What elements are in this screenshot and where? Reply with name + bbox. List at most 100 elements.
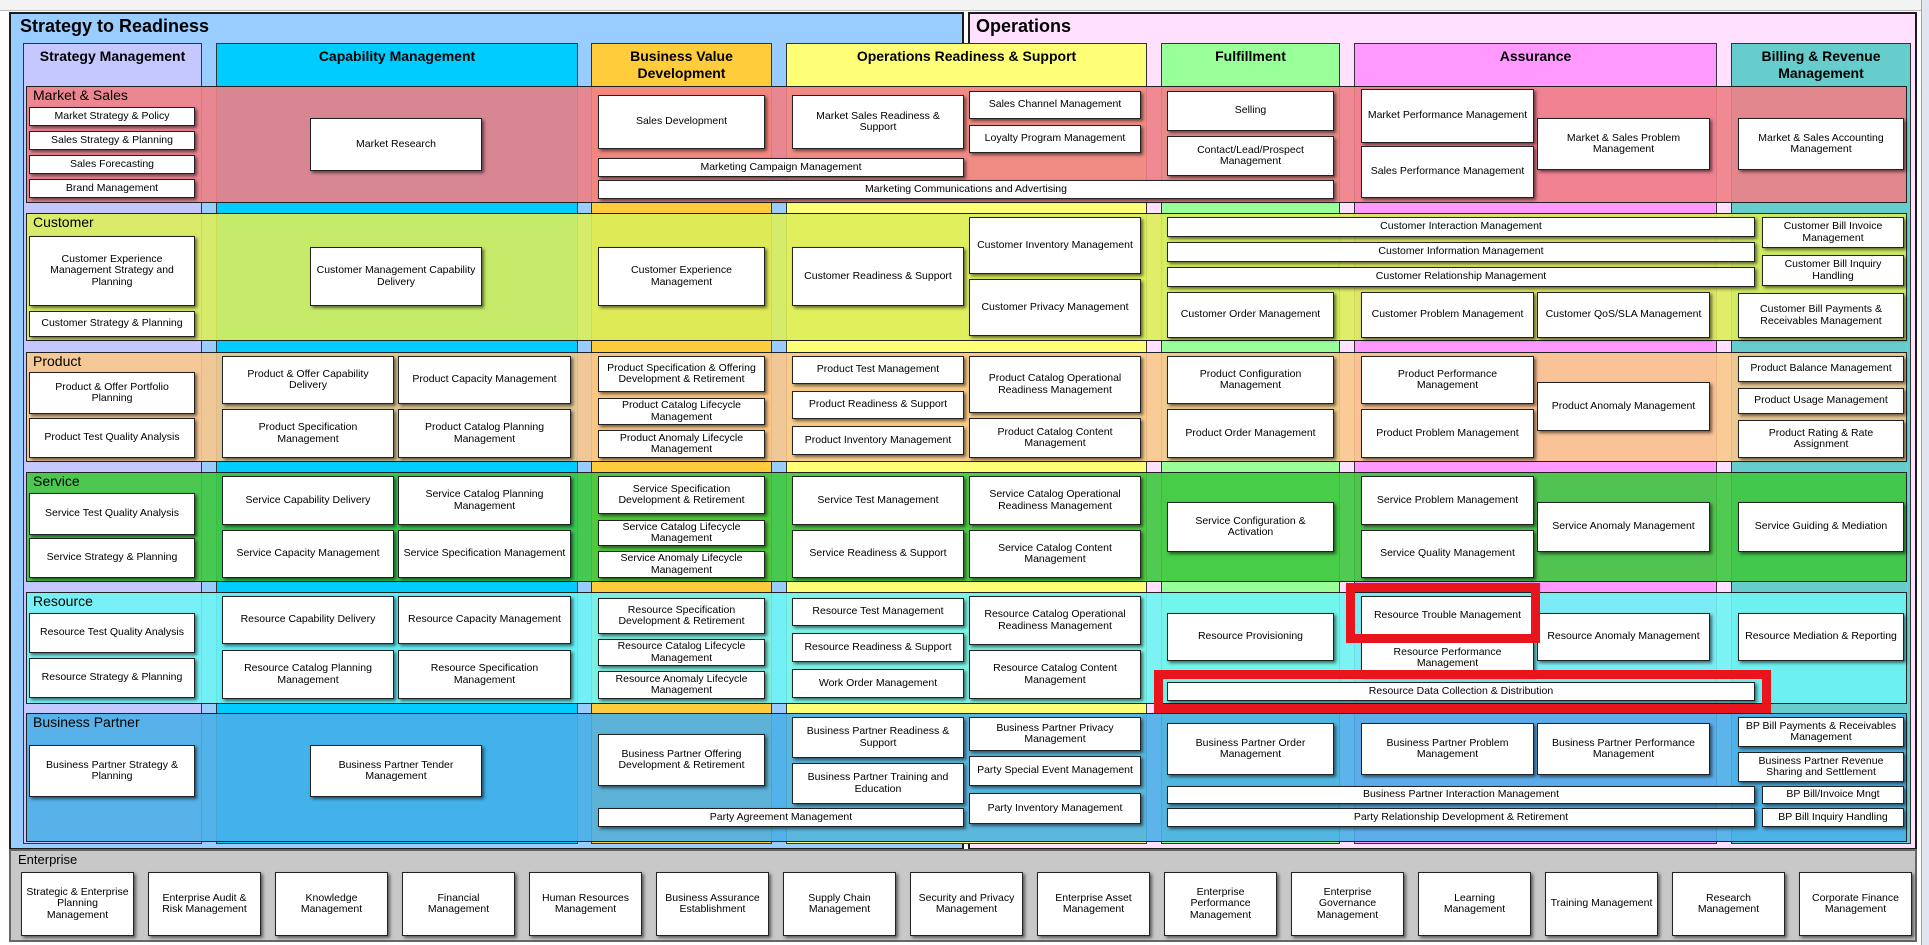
process-box[interactable]: Product Rating & Rate Assignment — [1738, 420, 1904, 458]
process-box[interactable]: Product Readiness & Support — [792, 391, 964, 419]
process-box[interactable]: Service Catalog Lifecycle Management — [598, 520, 765, 546]
process-box[interactable]: Service Test Management — [792, 476, 964, 525]
process-box[interactable]: Resource Test Management — [792, 598, 964, 626]
process-box[interactable]: Customer Order Management — [1167, 292, 1334, 338]
process-box[interactable]: Customer Bill Payments & Receivables Man… — [1738, 293, 1904, 338]
process-box[interactable]: Customer Experience Management Strategy … — [29, 236, 195, 306]
process-box[interactable]: Resource Specification Development & Ret… — [598, 598, 765, 634]
process-box[interactable]: Product Catalog Planning Management — [398, 409, 571, 458]
process-box[interactable]: Product Catalog Lifecycle Management — [598, 398, 765, 425]
process-box[interactable]: Sales Forecasting — [29, 155, 195, 174]
enterprise-box[interactable]: Enterprise Asset Management — [1037, 872, 1150, 936]
process-box[interactable]: Product Performance Management — [1361, 356, 1534, 404]
process-box[interactable]: Business Partner Training and Education — [792, 763, 964, 804]
process-box[interactable]: Business Partner Readiness & Support — [792, 717, 964, 758]
process-box[interactable]: Resource Provisioning — [1167, 613, 1334, 661]
process-box[interactable]: Service Capacity Management — [222, 530, 394, 578]
process-box[interactable]: Customer Experience Management — [598, 247, 765, 306]
process-box[interactable]: Product Catalog Operational Readiness Ma… — [969, 356, 1141, 413]
process-box[interactable]: Customer Readiness & Support — [792, 247, 964, 306]
process-box[interactable]: Product Inventory Management — [792, 426, 964, 455]
enterprise-box[interactable]: Learning Management — [1418, 872, 1531, 936]
process-box[interactable]: Party Relationship Development & Retirem… — [1167, 808, 1755, 827]
process-box[interactable]: Resource Catalog Operational Readiness M… — [969, 596, 1141, 645]
process-box[interactable]: Business Partner Offering Development & … — [598, 734, 765, 786]
process-box[interactable]: Customer Relationship Management — [1167, 267, 1755, 287]
process-box[interactable]: Service Anomaly Lifecycle Management — [598, 551, 765, 578]
process-box[interactable]: Sales Development — [598, 95, 765, 149]
process-box[interactable]: Resource Test Quality Analysis — [29, 613, 195, 653]
process-box[interactable]: Selling — [1167, 91, 1334, 131]
process-box[interactable]: Service Quality Management — [1361, 530, 1534, 578]
process-box[interactable]: Product Balance Management — [1738, 356, 1904, 382]
process-box[interactable]: Product Usage Management — [1738, 388, 1904, 414]
process-box[interactable]: Service Specification Development & Reti… — [598, 476, 765, 514]
process-box[interactable]: Product Anomaly Lifecycle Management — [598, 430, 765, 458]
process-box[interactable]: Product Problem Management — [1361, 409, 1534, 458]
enterprise-box[interactable]: Knowledge Management — [275, 872, 388, 936]
process-box[interactable]: Business Partner Problem Management — [1361, 723, 1534, 775]
process-box[interactable]: Service Readiness & Support — [792, 530, 964, 578]
process-box[interactable]: Business Partner Privacy Management — [969, 717, 1141, 751]
process-box[interactable]: Loyalty Program Management — [969, 125, 1141, 153]
process-box[interactable]: Product Specification Management — [222, 409, 394, 458]
process-box[interactable]: Marketing Campaign Management — [598, 158, 964, 177]
process-box[interactable]: Business Partner Performance Management — [1537, 723, 1710, 775]
process-box[interactable]: Service Catalog Content Management — [969, 530, 1141, 578]
process-box[interactable]: Sales Strategy & Planning — [29, 131, 195, 150]
process-box[interactable]: Business Partner Revenue Sharing and Set… — [1738, 752, 1904, 782]
process-box[interactable]: Product Test Management — [792, 356, 964, 384]
process-box[interactable]: Product & Offer Capability Delivery — [222, 356, 394, 404]
enterprise-box[interactable]: Enterprise Audit & Risk Management — [148, 872, 261, 936]
enterprise-box[interactable]: Supply Chain Management — [783, 872, 896, 936]
process-box[interactable]: Sales Performance Management — [1361, 146, 1534, 198]
enterprise-box[interactable]: Enterprise Performance Management — [1164, 872, 1277, 936]
process-box[interactable]: Service Test Quality Analysis — [29, 493, 195, 535]
process-box[interactable]: Sales Channel Management — [969, 91, 1141, 119]
process-box[interactable]: Resource Catalog Content Management — [969, 650, 1141, 699]
process-box[interactable]: Service Anomaly Management — [1537, 502, 1710, 552]
enterprise-box[interactable]: Financial Management — [402, 872, 515, 936]
enterprise-box[interactable]: Corporate Finance Management — [1799, 872, 1912, 936]
process-box[interactable]: Business Partner Interaction Management — [1167, 786, 1755, 804]
process-box[interactable]: Service Catalog Operational Readiness Ma… — [969, 476, 1141, 525]
process-box[interactable]: Service Capability Delivery — [222, 476, 394, 525]
process-box[interactable]: Product Order Management — [1167, 409, 1334, 458]
process-box[interactable]: Market Research — [310, 118, 482, 171]
process-box[interactable]: Customer Management Capability Delivery — [310, 247, 482, 306]
process-box[interactable]: Product Anomaly Management — [1537, 382, 1710, 431]
process-box[interactable]: Product Specification & Offering Develop… — [598, 356, 765, 392]
process-box[interactable]: Product Test Quality Analysis — [29, 418, 195, 458]
process-box[interactable]: Service Guiding & Mediation — [1738, 502, 1904, 552]
process-box[interactable]: Customer QoS/SLA Management — [1537, 292, 1710, 338]
process-box[interactable]: Resource Data Collection & Distribution — [1167, 682, 1755, 701]
process-box[interactable]: Customer Information Management — [1167, 242, 1755, 262]
process-box[interactable]: Resource Catalog Lifecycle Management — [598, 639, 765, 666]
process-box[interactable]: Market & Sales Problem Management — [1537, 118, 1710, 170]
process-box[interactable]: Customer Interaction Management — [1167, 217, 1755, 237]
process-box[interactable]: Business Partner Strategy & Planning — [29, 745, 195, 797]
process-box[interactable]: Service Configuration & Activation — [1167, 502, 1334, 552]
process-box[interactable]: Business Partner Order Management — [1167, 723, 1334, 775]
process-box[interactable]: Customer Bill Inquiry Handling — [1762, 255, 1904, 286]
process-box[interactable]: Service Catalog Planning Management — [398, 476, 571, 525]
process-box[interactable]: Business Partner Tender Management — [310, 745, 482, 797]
process-box[interactable]: Party Agreement Management — [598, 808, 964, 827]
process-box[interactable]: Party Special Event Management — [969, 756, 1141, 786]
enterprise-box[interactable]: Research Management — [1672, 872, 1785, 936]
process-box[interactable]: Customer Bill Invoice Management — [1762, 217, 1904, 248]
enterprise-box[interactable]: Human Resources Management — [529, 872, 642, 936]
process-box[interactable]: Resource Mediation & Reporting — [1738, 613, 1904, 661]
process-box[interactable]: Customer Strategy & Planning — [29, 311, 195, 337]
process-box[interactable]: Product Capacity Management — [398, 356, 571, 404]
process-box[interactable]: Market Strategy & Policy — [29, 107, 195, 126]
process-box[interactable]: Contact/Lead/Prospect Management — [1167, 136, 1334, 176]
process-box[interactable]: Product Catalog Content Management — [969, 418, 1141, 458]
process-box[interactable]: Resource Strategy & Planning — [29, 658, 195, 698]
enterprise-box[interactable]: Business Assurance Establishment — [656, 872, 769, 936]
enterprise-box[interactable]: Training Management — [1545, 872, 1658, 936]
process-box[interactable]: BP Bill Payments & Receivables Managemen… — [1738, 717, 1904, 747]
enterprise-box[interactable]: Security and Privacy Management — [910, 872, 1023, 936]
process-box[interactable]: Product Configuration Management — [1167, 356, 1334, 404]
process-box[interactable]: Party Inventory Management — [969, 793, 1141, 824]
